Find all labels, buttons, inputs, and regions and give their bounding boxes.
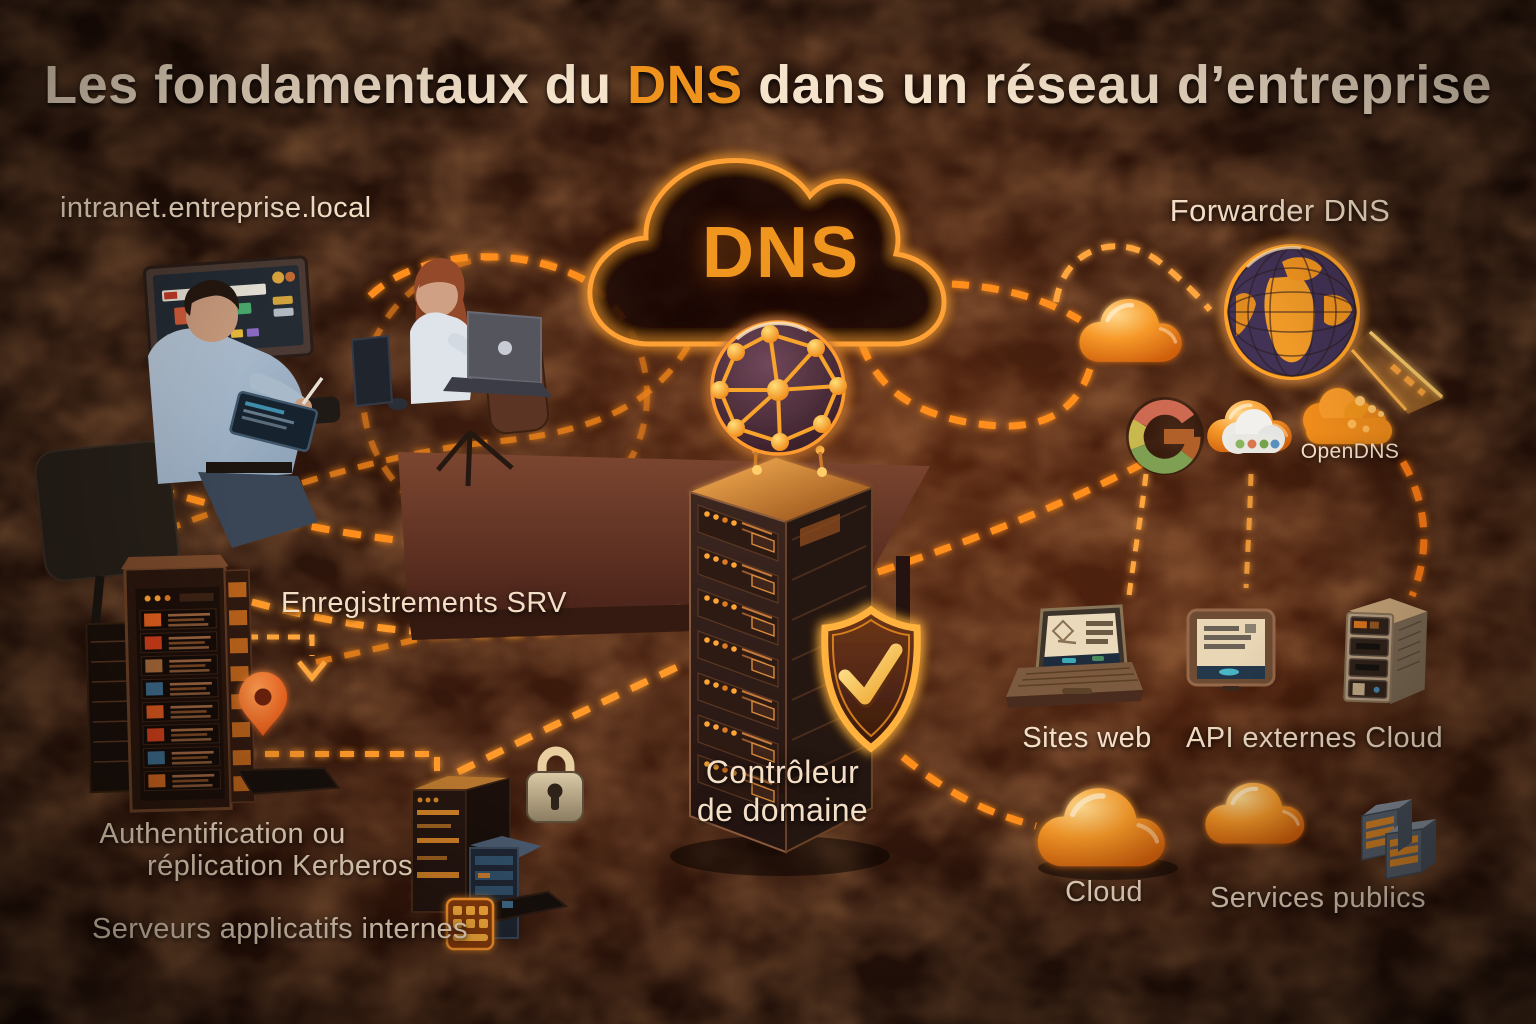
intranet-domain-label: intranet.entreprise.local — [60, 192, 372, 224]
kerberos-label-line2: réplication Kerberos — [147, 850, 413, 882]
kerberos-label-line1: Authentification ou — [99, 818, 346, 850]
sites-web-label: Sites web — [1022, 722, 1152, 754]
opendns-label: OpenDNS — [1300, 440, 1400, 463]
services-publics-label: Services publics — [1210, 882, 1426, 914]
domain-controller-label-line1: Contrôleur — [705, 754, 860, 790]
title-suffix: dans un réseau d’entreprise — [742, 55, 1492, 115]
earth-globe-icon — [1224, 244, 1360, 380]
tablet-icon — [1186, 608, 1276, 691]
domain-controller-label-line2: de domaine — [696, 792, 869, 828]
dns-cloud-label: DNS — [701, 213, 860, 293]
cloud-label: Cloud — [1065, 876, 1143, 908]
page-title: Les fondamentaux du DNS dans un réseau d… — [0, 54, 1536, 116]
api-externes-cloud-label: API externes Cloud — [1186, 722, 1444, 754]
srv-records-label: Enregistrements SRV — [281, 587, 567, 619]
title-prefix: Les fondamentaux du — [44, 55, 628, 115]
internal-app-servers-label: Serveurs applicatifs internes — [92, 913, 468, 945]
title-highlight: DNS — [627, 55, 743, 115]
google-g-icon — [1126, 397, 1204, 475]
forwarder-dns-label: Forwarder DNS — [1169, 193, 1391, 228]
rack-server-icon — [1343, 598, 1428, 705]
